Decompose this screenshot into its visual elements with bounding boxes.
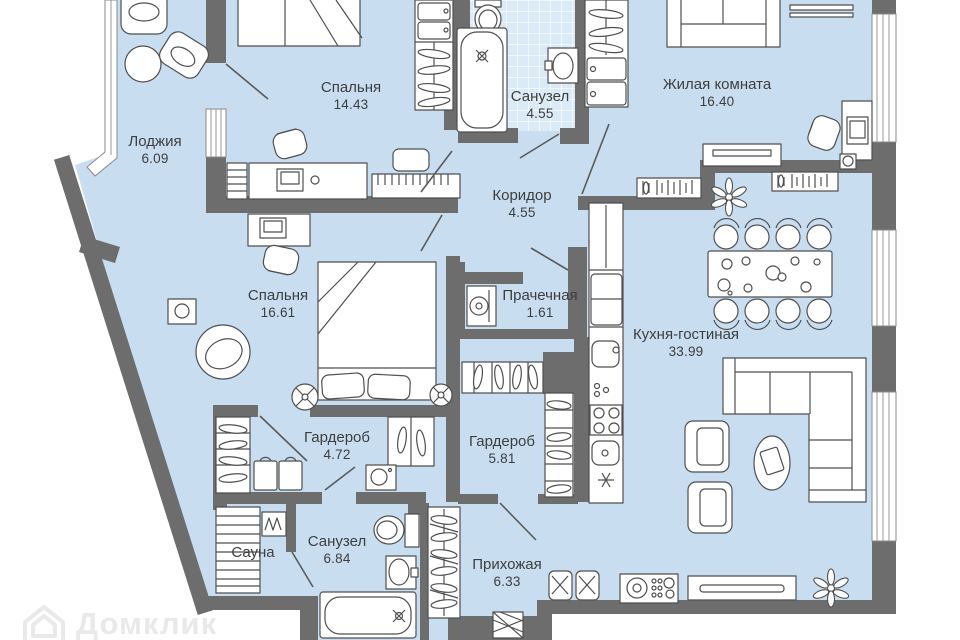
room-area: 6.84 <box>323 551 351 566</box>
label-bedroom1: Спальня 14.43 <box>321 80 381 113</box>
wardrobe2-fittings <box>461 361 574 498</box>
room-name: Гардероб <box>469 433 535 450</box>
room-name: Гардероб <box>304 429 370 446</box>
label-wardrobe2: Гардероб 5.81 <box>469 434 535 467</box>
label-laundry: Прачечная 1.61 <box>502 288 577 321</box>
label-corridor: Коридор 4.55 <box>492 188 551 221</box>
label-wardrobe1: Гардероб 4.72 <box>304 430 370 463</box>
watermark: Домклик <box>22 604 217 640</box>
room-name: Спальня <box>320 79 382 96</box>
hall-closet <box>427 506 524 639</box>
room-name: Санузел <box>510 88 570 105</box>
bathroom-bottom-fixtures <box>319 513 420 639</box>
walls <box>53 0 896 640</box>
bedroom2-furniture <box>167 213 453 411</box>
lounge-furniture <box>684 357 867 534</box>
room-name: Прачечная <box>502 287 578 304</box>
sauna-fittings <box>215 506 287 594</box>
label-sauna: Сауна <box>231 545 274 561</box>
room-area: 5.81 <box>488 451 516 466</box>
kitchen-counter <box>588 202 624 504</box>
room-name: Коридор <box>492 187 552 204</box>
dining-set <box>707 217 833 331</box>
windows <box>86 0 897 542</box>
room-name: Жилая комната <box>662 76 772 93</box>
hall-racks <box>636 171 839 217</box>
label-bedroom2: Спальня 16.61 <box>248 288 308 321</box>
door-swings <box>225 63 610 588</box>
room-name: Лоджия <box>128 133 182 150</box>
label-bathroom-bottom: Санузел 6.84 <box>308 534 366 567</box>
room-area: 4.72 <box>323 447 351 462</box>
room-name: Кухня-гостиная <box>632 326 740 343</box>
room-name: Сауна <box>231 544 275 561</box>
furniture <box>120 0 873 639</box>
room-area: 33.99 <box>668 344 704 359</box>
house-icon <box>23 605 65 640</box>
loggia-furniture <box>120 0 210 83</box>
room-area: 16.40 <box>699 94 735 109</box>
label-kitchen-living: Кухня-гостиная 33.99 <box>633 327 739 360</box>
room-area: 6.09 <box>141 151 169 166</box>
room-area: 4.55 <box>526 106 554 121</box>
hallway-furniture <box>548 568 851 608</box>
room-name: Спальня <box>247 287 309 304</box>
wardrobe1-fittings <box>215 416 435 494</box>
label-hallway: Прихожая 6.33 <box>472 557 542 590</box>
bedroom1-furniture <box>226 0 461 200</box>
laundry-fixtures <box>466 285 497 327</box>
room-area: 14.43 <box>333 97 369 112</box>
room-area: 6.33 <box>493 574 521 589</box>
label-loggia: Лоджия 6.09 <box>128 134 181 167</box>
room-area: 16.61 <box>260 305 296 320</box>
room-area: 4.55 <box>508 205 536 220</box>
room-name: Прихожая <box>472 556 542 573</box>
watermark-text: Домклик <box>76 606 218 640</box>
room-name: Санузел <box>307 533 367 550</box>
room-area: 1.61 <box>526 305 554 320</box>
living-room-furniture <box>584 0 873 170</box>
label-living-room: Жилая комната 16.40 <box>663 77 771 110</box>
label-bathroom-top: Санузел 4.55 <box>511 89 569 122</box>
bathroom-top-fixtures <box>456 0 579 133</box>
